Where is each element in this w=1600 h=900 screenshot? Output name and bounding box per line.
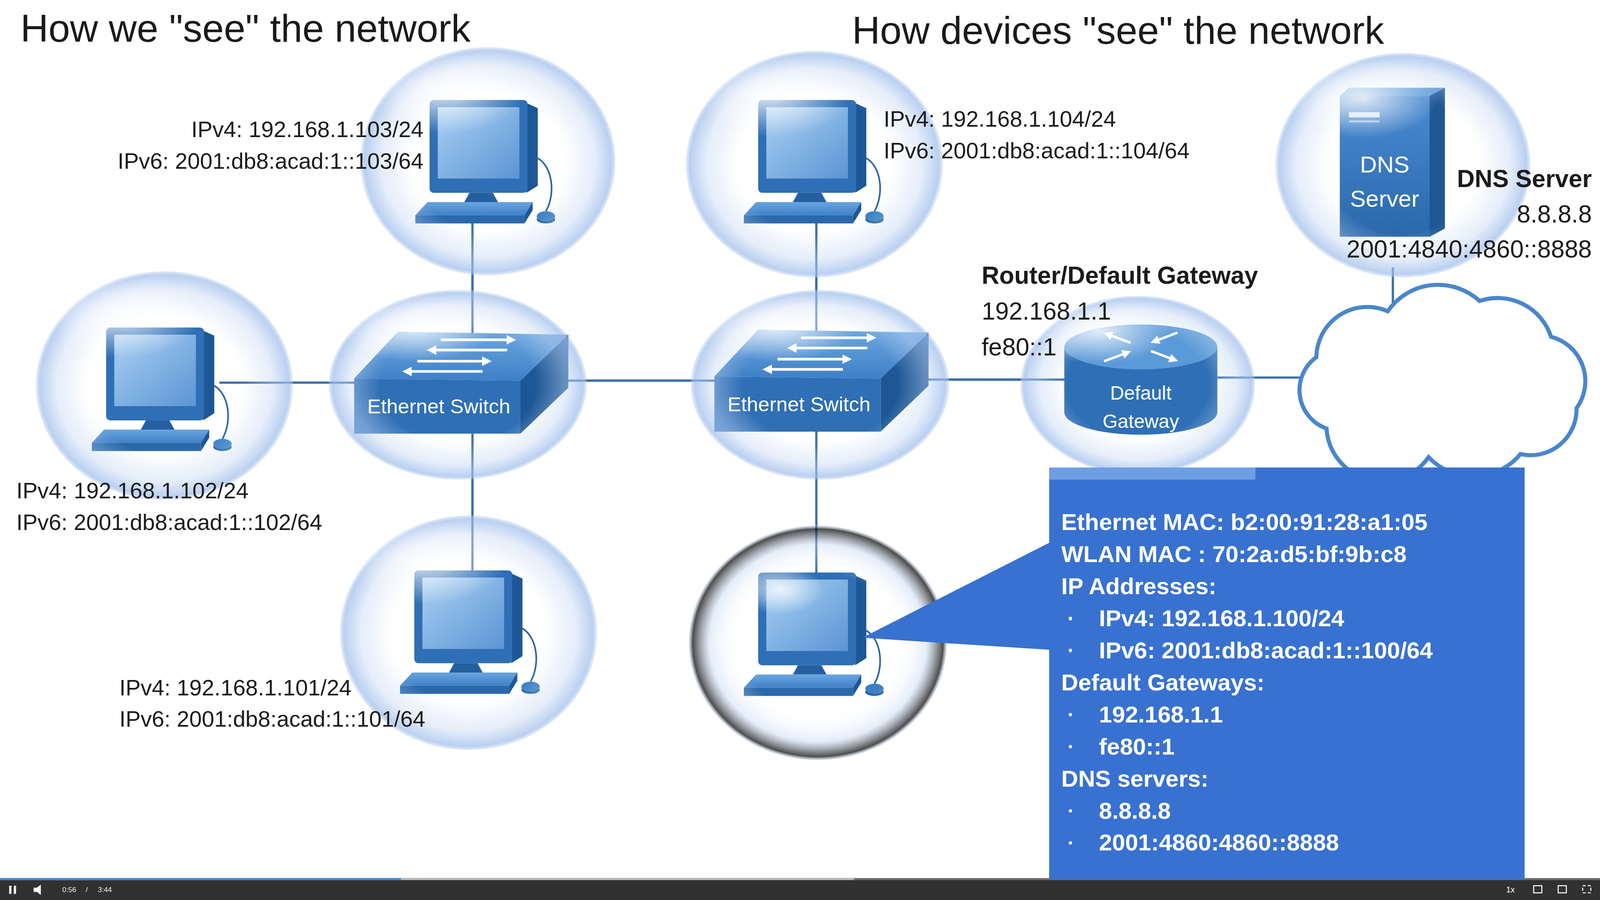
time-separator: / <box>85 885 88 895</box>
progress-played <box>0 877 401 880</box>
server-title: DNS Server <box>1457 164 1593 193</box>
ipv4-address: 8.8.8.8 <box>1517 200 1593 229</box>
info-value: 2001:4860:4860::8888 <box>1099 829 1340 857</box>
ipv4-address: IPv4: 192.168.1.102/24 <box>16 477 249 504</box>
progress-buffered <box>0 877 855 880</box>
ipv6-address: IPv6: 2001:db8:acad:1::101/64 <box>119 706 426 733</box>
info-value: fe80::1 <box>1099 733 1175 761</box>
ipv6-address: IPv6: 2001:db8:acad:1::102/64 <box>16 509 323 536</box>
bubble-highlight <box>737 565 824 615</box>
ipv4-address: IPv4: 192.168.1.104/24 <box>883 106 1116 133</box>
playback-speed: 1x <box>1506 885 1515 895</box>
network-link <box>471 479 474 516</box>
pause-icon <box>13 885 16 895</box>
computer-bubble: IPv4: 192.168.1.103/24IPv6: 2001:db8:aca… <box>360 47 616 276</box>
ipv6-address: fe80::1 <box>981 332 1057 362</box>
info-value: 192.168.1.1 <box>1099 701 1223 729</box>
bullet-dot <box>1068 745 1073 749</box>
router-title: Router/Default Gateway <box>981 261 1258 290</box>
network-link <box>586 379 691 382</box>
info-heading: Ethernet MAC: b2:00:91:28:a1:05 <box>1061 508 1428 536</box>
video-bar <box>0 879 1600 900</box>
info-heading: Default Gateways: <box>1061 669 1265 697</box>
fullscreen-icon <box>1582 885 1591 893</box>
computer-bubble: IPv4: 192.168.1.101/24IPv6: 2001:db8:aca… <box>340 515 598 750</box>
server-label: DNS Server <box>1341 147 1428 216</box>
info-heading: WLAN MAC : 70:2a:d5:bf:9b:c8 <box>1061 540 1407 568</box>
network-link <box>948 378 1021 381</box>
bullet-dot <box>1068 616 1073 620</box>
switch-bubble: Ethernet Switch <box>690 290 950 480</box>
info-value: 8.8.8.8 <box>1099 797 1171 825</box>
ipv6-address: 2001:4840:4860::8888 <box>1346 235 1593 264</box>
ipv6-address: IPv6: 2001:db8:acad:1::103/64 <box>117 148 424 175</box>
internet-cloud <box>1299 285 1586 482</box>
switch-label: Ethernet Switch <box>727 392 871 416</box>
switch-bubble: Ethernet Switch <box>328 290 588 480</box>
ipv4-address: IPv4: 192.168.1.101/24 <box>119 675 352 701</box>
info-value: IPv6: 2001:db8:acad:1::100/64 <box>1099 637 1433 665</box>
router-label: Default Gateway <box>1090 378 1193 436</box>
computer-bubble <box>688 525 948 760</box>
volume-icon <box>33 884 41 895</box>
network-link <box>815 277 818 290</box>
bullet-dot <box>1068 648 1073 653</box>
switch-label: Ethernet Switch <box>367 394 510 418</box>
ipv4-address: IPv4: 192.168.1.103/24 <box>191 116 424 143</box>
pip-icon <box>1558 885 1567 893</box>
computer-bubble: IPv4: 192.168.1.104/24IPv6: 2001:db8:aca… <box>685 50 943 278</box>
server-bubble: DNS ServerDNS Server8.8.8.82001:4840:486… <box>1275 52 1531 278</box>
info-heading: DNS servers: <box>1061 765 1209 793</box>
ipv4-address: 192.168.1.1 <box>981 297 1112 326</box>
computer-bubble: IPv4: 192.168.1.102/24IPv6: 2001:db8:aca… <box>35 271 293 500</box>
time-total: 3:44 <box>97 885 112 895</box>
callout-pointer <box>862 540 1053 650</box>
info-callout: Ethernet MAC: b2:00:91:28:a1:05WLAN MAC … <box>1049 467 1525 880</box>
bullet-dot <box>1068 841 1073 845</box>
bullet-dot <box>1068 712 1073 717</box>
ipv6-address: IPv6: 2001:db8:acad:1::104/64 <box>883 137 1190 164</box>
slide-title: How we "see" the network <box>20 6 471 51</box>
network-link <box>471 274 474 291</box>
info-heading: IP Addresses: <box>1061 572 1217 600</box>
slide-title: How devices "see" the network <box>852 8 1385 53</box>
captions-icon <box>1533 885 1543 893</box>
time-elapsed: 0:56 <box>62 885 76 895</box>
router-bubble: Default GatewayRouter/Default Gateway192… <box>1020 295 1255 475</box>
network-link <box>292 381 329 384</box>
info-value: IPv4: 192.168.1.100/24 <box>1099 605 1345 633</box>
bullet-dot <box>1068 809 1073 813</box>
pause-icon <box>9 885 12 895</box>
